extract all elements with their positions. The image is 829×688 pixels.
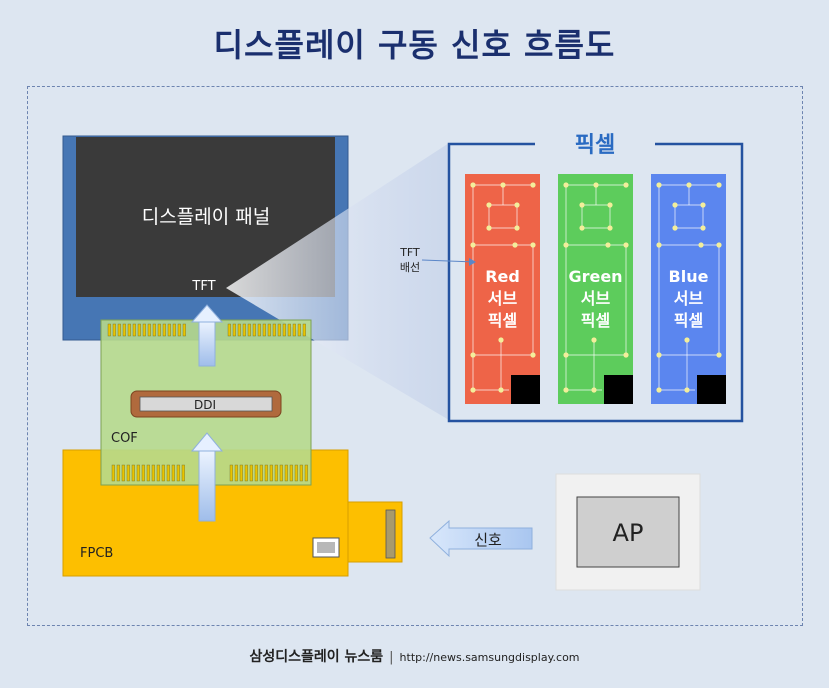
circuit-node [498, 387, 504, 393]
footer-url[interactable]: http://news.samsungdisplay.com [399, 651, 580, 664]
circuit-node [700, 202, 706, 208]
circuit-node [716, 352, 722, 358]
ddi-chip [130, 390, 282, 418]
circuit-node [512, 242, 518, 248]
signal-arrow [429, 519, 533, 558]
circuit-node [498, 337, 504, 343]
cof-label: COF [111, 431, 138, 446]
circuit-node [656, 352, 662, 358]
circuit-node [470, 387, 476, 393]
subpixel-label-line-2: 서브 [674, 289, 704, 308]
circuit-node [656, 182, 662, 188]
circuit-node [530, 352, 536, 358]
circuit-node [591, 337, 597, 343]
circuit-node [500, 182, 506, 188]
diagram-frame [27, 86, 803, 626]
subpixel-label-line-1: Blue [669, 267, 709, 286]
subpixel-tft-block [697, 375, 726, 404]
circuit-node [470, 242, 476, 248]
circuit-node [623, 182, 629, 188]
circuit-node [656, 387, 662, 393]
circuit-node [470, 352, 476, 358]
ddi-label: DDI [194, 398, 216, 412]
subpixel-label-line-3: 픽셀 [488, 311, 517, 330]
circuit-node [563, 352, 569, 358]
circuit-node [686, 182, 692, 188]
cof-pins-top-left [107, 323, 186, 337]
ap-label: AP [613, 519, 644, 547]
circuit-node [486, 202, 492, 208]
footer: 삼성디스플레이 뉴스룸 | http://news.samsungdisplay.c… [0, 646, 829, 666]
circuit-node [579, 225, 585, 231]
subpixel-label-line-2: 서브 [581, 289, 611, 308]
circuit-node [593, 182, 599, 188]
subpixel-tft-block [604, 375, 633, 404]
circuit-node [623, 242, 629, 248]
signal-label: 신호 [474, 531, 502, 549]
cof-pins-bottom-left [111, 464, 185, 482]
circuit-node [563, 387, 569, 393]
arrow-cof-to-panel [190, 304, 224, 367]
tft-wiring-label-1: TFT [399, 246, 420, 259]
circuit-node [486, 225, 492, 231]
circuit-node [470, 182, 476, 188]
subpixel-tft-block [511, 375, 540, 404]
circuit-node [607, 202, 613, 208]
subpixel-label-line-1: Green [568, 267, 622, 286]
tft-wiring-pointer [421, 259, 476, 263]
circuit-node [623, 352, 629, 358]
cof-pins-top-right [227, 323, 306, 337]
circuit-node [656, 242, 662, 248]
subpixel-label-line-1: Red [485, 267, 520, 286]
footer-separator: | [389, 650, 394, 665]
circuit-node [591, 387, 597, 393]
circuit-node [579, 202, 585, 208]
circuit-node [716, 242, 722, 248]
pixel-box [447, 142, 744, 423]
panel-label: 디스플레이 패널 [142, 206, 270, 228]
fpcb-label: FPCB [80, 546, 113, 561]
circuit-node [698, 242, 704, 248]
circuit-node [563, 182, 569, 188]
circuit-node [672, 225, 678, 231]
zoom-beam [226, 143, 449, 420]
circuit-node [514, 202, 520, 208]
tft-wiring-label-2: 배선 [400, 261, 420, 274]
circuit-node [514, 225, 520, 231]
circuit-node [605, 242, 611, 248]
circuit-node [684, 387, 690, 393]
tft-wiring-arrowhead [469, 258, 476, 266]
tft-label: TFT [191, 279, 215, 294]
page-title: 디스플레이 구동 신호 흐름도 [213, 26, 616, 64]
cof-pins-bottom-right [229, 464, 308, 482]
circuit-node [530, 242, 536, 248]
subpixel-label-line-2: 서브 [488, 289, 518, 308]
circuit-node [716, 182, 722, 188]
subpixel-label-line-3: 픽셀 [581, 311, 610, 330]
arrow-fpcb-to-cof [190, 432, 224, 522]
ap-module [555, 473, 701, 591]
pixel-heading: 픽셀 [575, 133, 615, 158]
display-panel [62, 135, 349, 341]
circuit-node [700, 225, 706, 231]
circuit-node [672, 202, 678, 208]
circuit-node [530, 182, 536, 188]
circuit-node [563, 242, 569, 248]
circuit-node [607, 225, 613, 231]
footer-brand: 삼성디스플레이 뉴스룸 [249, 649, 384, 665]
circuit-node [684, 337, 690, 343]
subpixel-label-line-3: 픽셀 [674, 311, 703, 330]
